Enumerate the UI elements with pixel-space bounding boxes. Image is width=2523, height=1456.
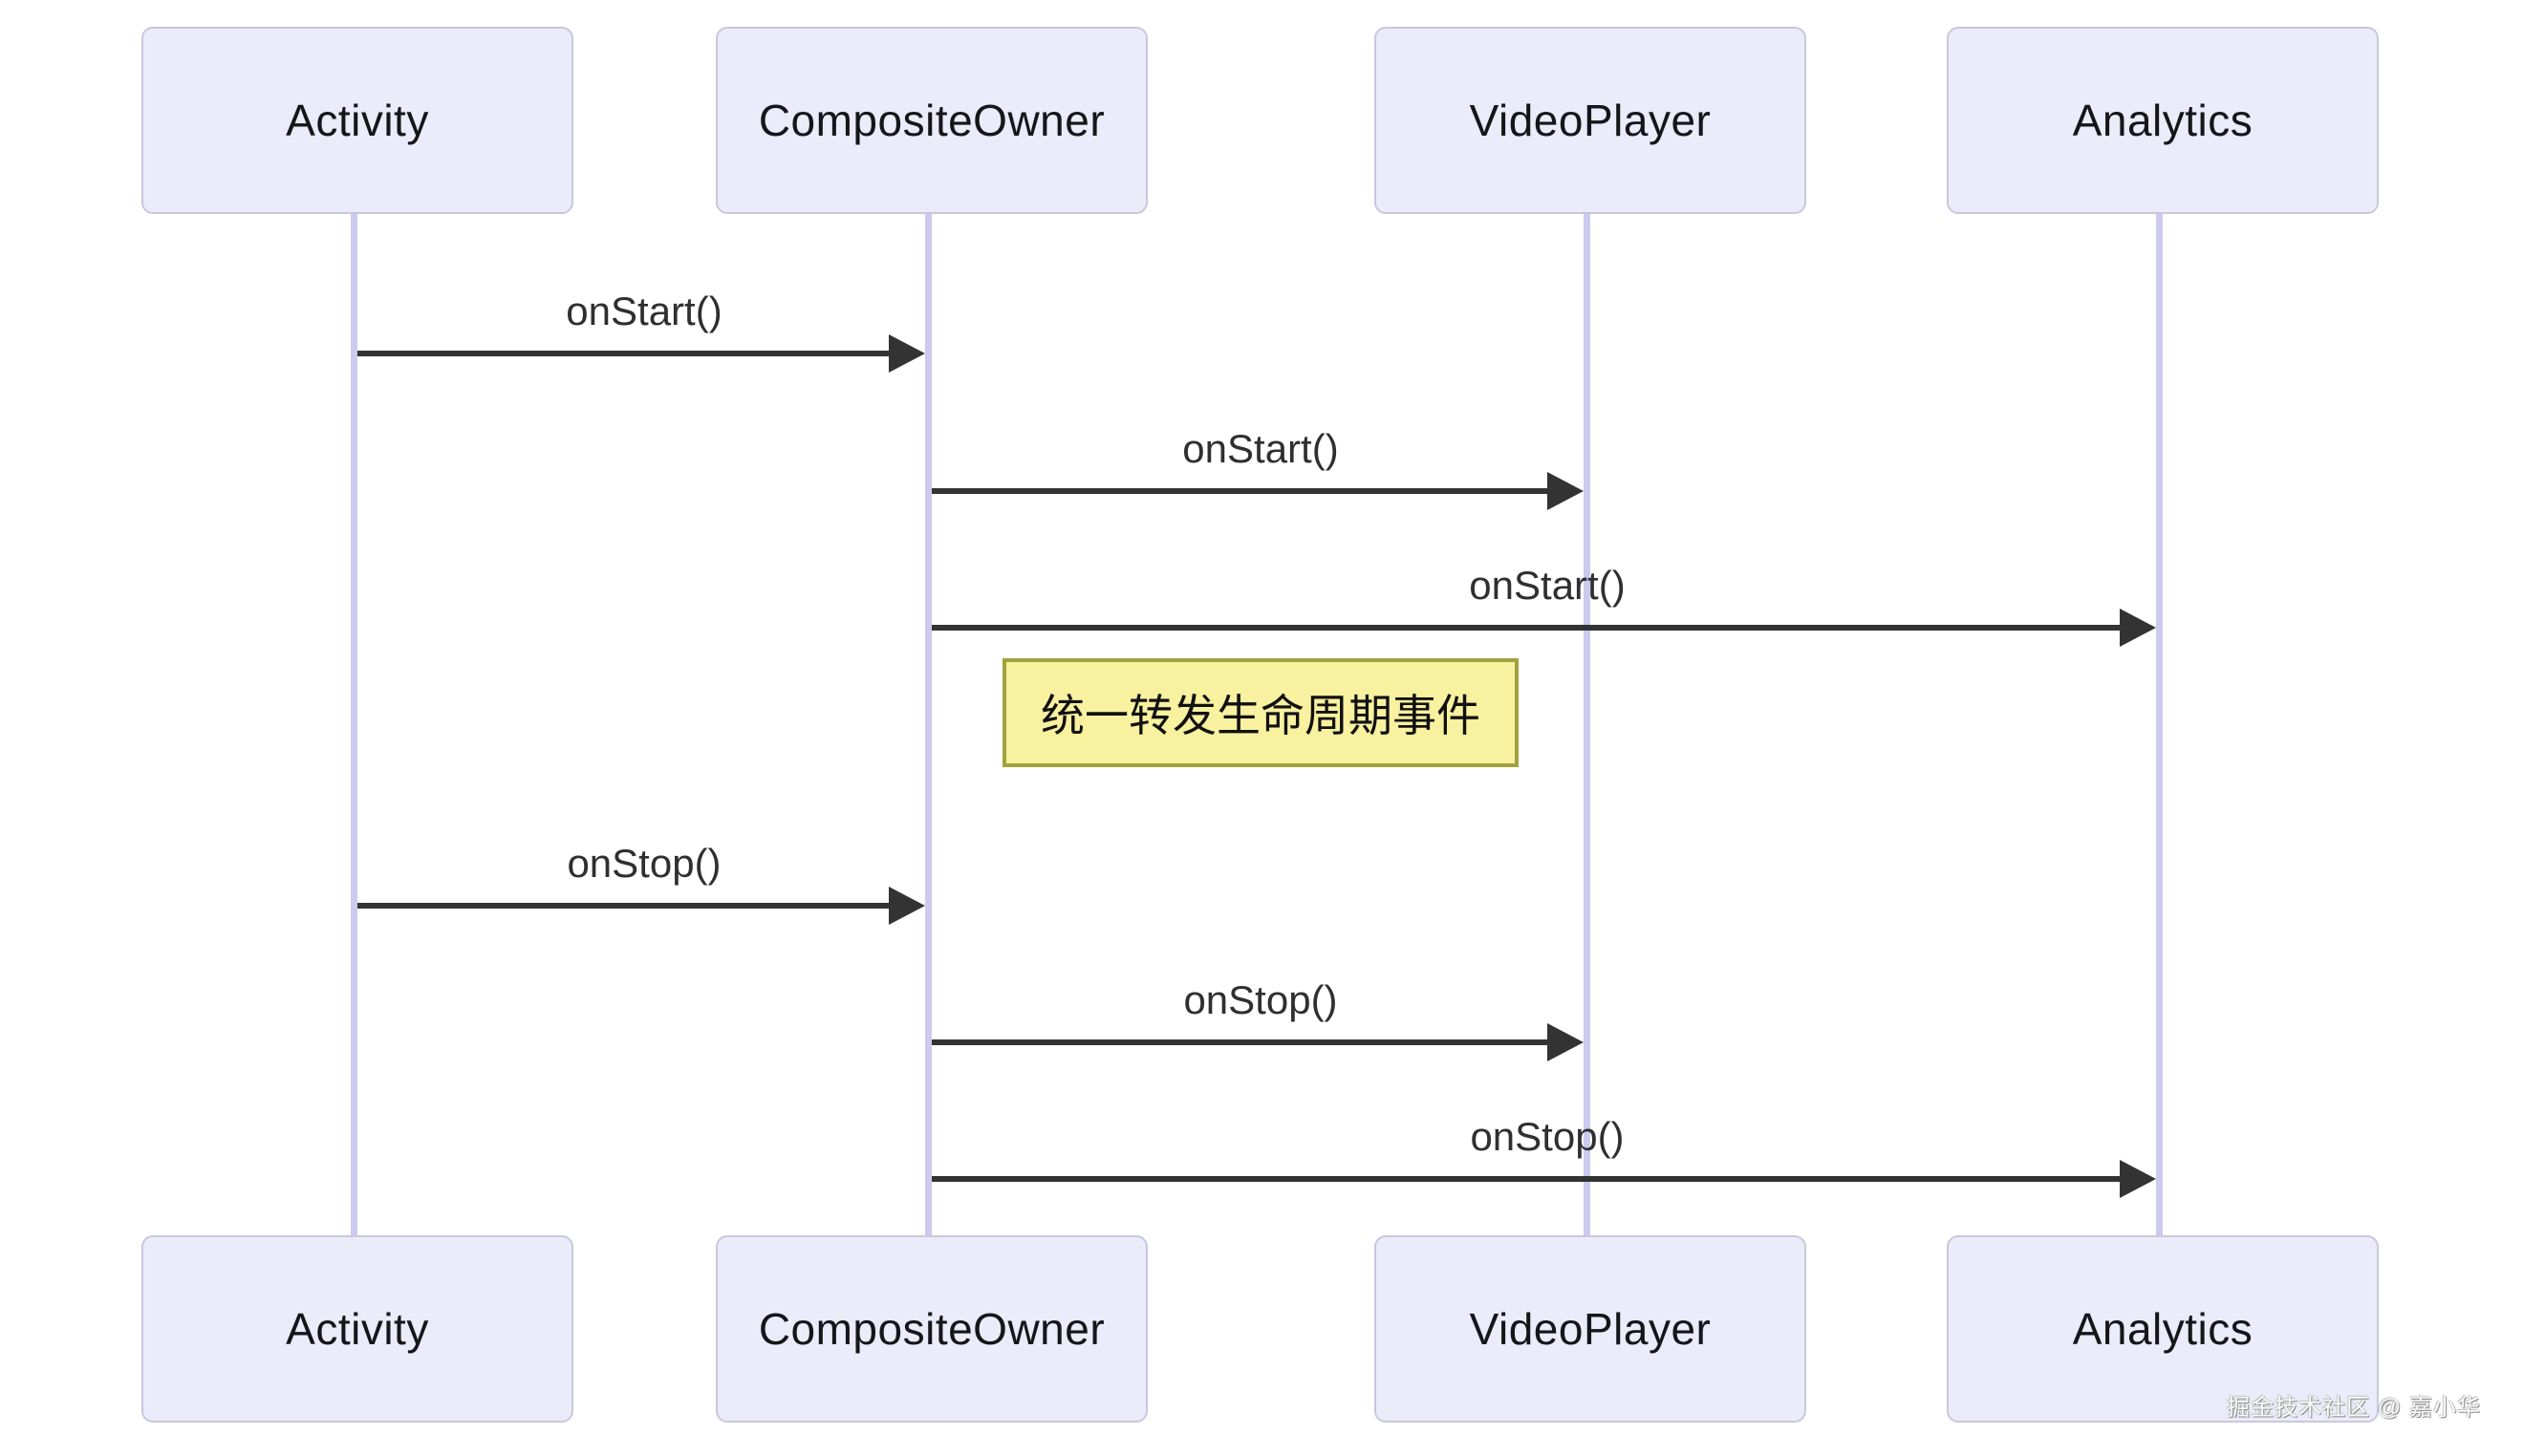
lifeline-activity bbox=[351, 214, 357, 1235]
message-label-onstop-3: onStop() bbox=[1470, 1114, 1625, 1159]
message-label-onstop-1: onStop() bbox=[567, 841, 722, 886]
message-arrow-onstop-2 bbox=[932, 1039, 1547, 1045]
participant-analytics-bottom: Analytics bbox=[1947, 1235, 2379, 1423]
arrowhead-icon bbox=[2120, 609, 2156, 647]
participant-activity-top: Activity bbox=[141, 27, 573, 214]
message-arrow-onstop-1 bbox=[357, 903, 889, 909]
arrowhead-icon bbox=[889, 887, 925, 925]
participant-analytics-top: Analytics bbox=[1947, 27, 2379, 214]
message-arrow-onstart-3 bbox=[932, 625, 2120, 631]
lifeline-analytics bbox=[2156, 214, 2163, 1235]
participant-compositeowner-top: CompositeOwner bbox=[716, 27, 1148, 214]
arrowhead-icon bbox=[1547, 1023, 1584, 1061]
participant-videoplayer-bottom: VideoPlayer bbox=[1374, 1235, 1806, 1423]
message-arrow-onstart-2 bbox=[932, 488, 1547, 494]
participant-activity-bottom: Activity bbox=[141, 1235, 573, 1423]
message-label-onstart-1: onStart() bbox=[566, 289, 722, 333]
message-label-onstart-2: onStart() bbox=[1182, 426, 1339, 471]
arrowhead-icon bbox=[889, 334, 925, 373]
participant-videoplayer-top: VideoPlayer bbox=[1374, 27, 1806, 214]
arrowhead-icon bbox=[1547, 472, 1584, 510]
lifeline-videoplayer bbox=[1584, 214, 1590, 1235]
message-arrow-onstop-3 bbox=[932, 1176, 2120, 1182]
lifeline-compositeowner bbox=[925, 214, 932, 1235]
message-arrow-onstart-1 bbox=[357, 351, 889, 356]
note-lifecycle-forwarding: 统一转发生命周期事件 bbox=[1003, 658, 1519, 767]
arrowhead-icon bbox=[2120, 1160, 2156, 1198]
watermark-text: 掘金技术社区 @ 嘉小华 bbox=[2227, 1395, 2481, 1421]
message-label-onstart-3: onStart() bbox=[1469, 563, 1626, 608]
message-label-onstop-2: onStop() bbox=[1183, 977, 1338, 1022]
participant-compositeowner-bottom: CompositeOwner bbox=[716, 1235, 1148, 1423]
